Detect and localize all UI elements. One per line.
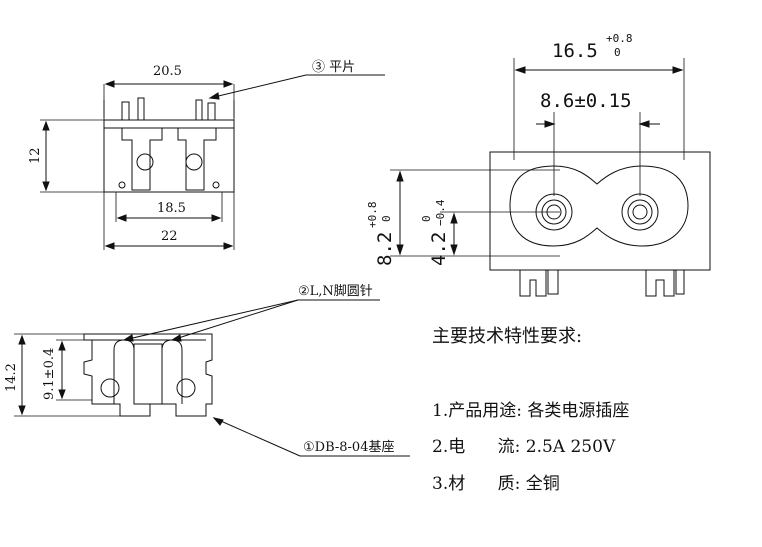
front-view <box>390 58 711 297</box>
figure8-socket <box>509 165 689 247</box>
callout-round-pins: ②L,N脚圆针 <box>298 284 373 299</box>
dim-height-pin: 9.1±0.4 <box>42 347 57 400</box>
spec-item-current: 2.电 流: 2.5A 250V <box>432 437 616 457</box>
side-view <box>14 299 410 457</box>
flat-pin-left <box>121 101 130 120</box>
dim-width-top: 20.5 <box>153 64 182 79</box>
spec-heading: 主要技术特性要求: <box>432 326 583 347</box>
dim-half-height-tol-upper: 0 <box>420 215 433 222</box>
top-view-body <box>103 119 235 193</box>
callout-base: ①DB-8-04基座 <box>303 440 395 455</box>
top-view <box>40 74 385 250</box>
contact-right <box>177 128 217 191</box>
dim-outer-width: 16.5 <box>552 40 598 62</box>
dim-outer-width-tol-lower: 0 <box>614 46 621 59</box>
spec-item-material: 3.材 质: 全铜 <box>432 474 560 494</box>
front-view-body <box>489 151 711 271</box>
dim-width-bottom: 22 <box>161 229 178 244</box>
dim-height-main: 8.2 <box>374 231 396 266</box>
callout-flat-pin: ③ 平片 <box>312 60 356 75</box>
dim-outer-width-tol-upper: +0.8 <box>606 32 633 45</box>
dim-height-top-view: 12 <box>28 147 43 164</box>
flat-pin-right <box>195 99 203 120</box>
dim-height-total: 14.2 <box>4 363 19 392</box>
dim-width-inner: 18.5 <box>157 201 186 216</box>
dim-pin-spacing: 8.6±0.15 <box>540 90 632 112</box>
dim-half-height: 4.2 <box>428 231 450 266</box>
contact-left <box>121 128 163 191</box>
dim-half-height-tol-lower: −0.4 <box>434 199 447 227</box>
dim-height-tol-upper: +0.8 <box>366 201 379 229</box>
dim-height-tol-lower: 0 <box>380 215 393 222</box>
spec-item-usage: 1.产品用途: 各类电源插座 <box>432 401 630 421</box>
